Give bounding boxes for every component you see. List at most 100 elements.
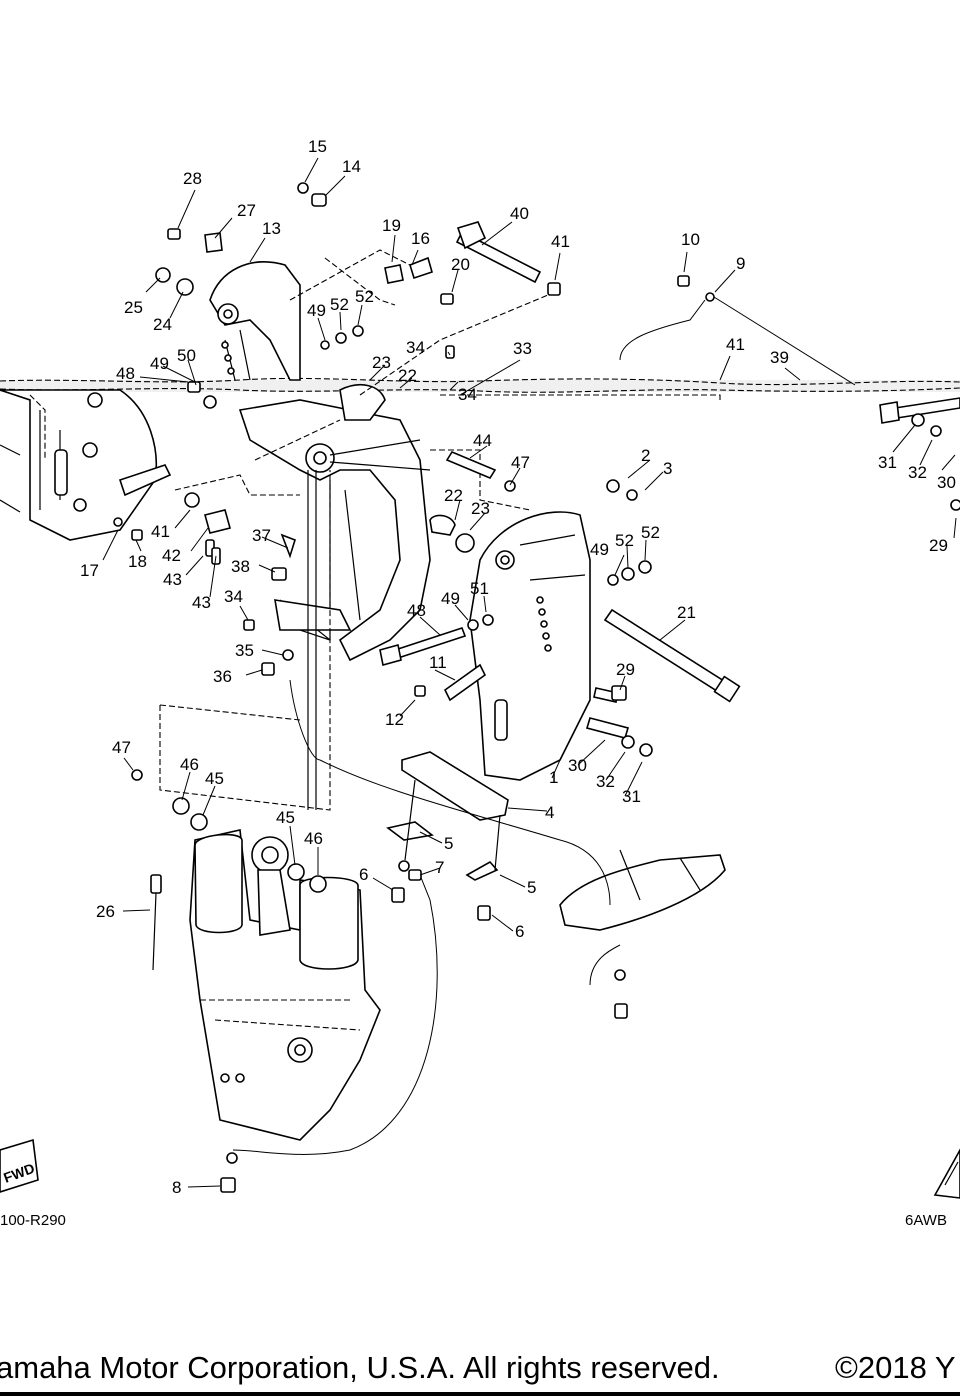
diagram-reference-right: 6AWB (905, 1212, 947, 1229)
callout-42: 42 (162, 546, 181, 565)
callout-17: 17 (80, 561, 99, 580)
callout-28: 28 (183, 169, 202, 188)
callout-31: 31 (878, 453, 897, 472)
callout-43: 43 (192, 593, 211, 612)
callout-19: 19 (382, 216, 401, 235)
callout-46: 46 (304, 829, 323, 848)
lower-unit-partial (319, 759, 726, 986)
callout-32: 32 (908, 463, 927, 482)
callout-13: 13 (262, 219, 281, 238)
callout-45: 45 (205, 769, 224, 788)
callout-49: 49 (307, 301, 326, 320)
callout-41: 41 (551, 232, 570, 251)
callout-32: 32 (596, 772, 615, 791)
callout-14: 14 (342, 157, 361, 176)
callout-22: 22 (398, 366, 417, 385)
fasteners (113, 182, 960, 1193)
callout-27: 27 (237, 201, 256, 220)
trim-tilt-unit (189, 829, 438, 1155)
steering-bracket (209, 261, 301, 381)
callout-22: 22 (444, 486, 463, 505)
callout-43: 43 (163, 570, 182, 589)
fwd-arrow-icon-right (933, 1148, 960, 1199)
callout-18: 18 (128, 552, 147, 571)
callout-41: 41 (151, 522, 170, 541)
callout-49: 49 (150, 354, 169, 373)
left-clamp-bracket-partial (0, 389, 172, 541)
callout-15: 15 (308, 137, 327, 156)
tilt-rod (159, 470, 331, 811)
callout-48: 48 (116, 364, 135, 383)
bolt-39 (879, 397, 960, 424)
fwd-arrow-icon: FWD (0, 1138, 39, 1193)
callout-39: 39 (770, 348, 789, 367)
callout-31: 31 (622, 787, 641, 806)
callout-36: 36 (213, 667, 232, 686)
clamp-bracket (469, 511, 591, 781)
callout-labels: 15 14 28 27 13 19 16 40 41 10 9 20 25 24… (80, 137, 956, 1197)
callout-45: 45 (276, 808, 295, 827)
copyright-notice: amaha Motor Corporation, U.S.A. All righ… (0, 1350, 720, 1385)
tilt-pin (455, 221, 542, 284)
callout-44: 44 (473, 431, 492, 450)
callout-49: 49 (590, 540, 609, 559)
callout-37: 37 (252, 526, 271, 545)
callout-5: 5 (444, 834, 453, 853)
callout-34: 34 (224, 587, 243, 606)
callout-30: 30 (937, 473, 956, 492)
callout-52: 52 (355, 287, 374, 306)
callout-41: 41 (726, 335, 745, 354)
callout-9: 9 (736, 254, 745, 273)
callout-38: 38 (231, 557, 250, 576)
diagram-reference-left: 100-R290 (0, 1212, 66, 1229)
copyright-year: ©2018 Y (835, 1350, 956, 1385)
callout-20: 20 (451, 255, 470, 274)
callout-8: 8 (172, 1178, 181, 1197)
callout-49: 49 (441, 589, 460, 608)
callout-29: 29 (929, 536, 948, 555)
callout-51: 51 (470, 579, 489, 598)
thru-tube (603, 608, 741, 703)
callout-40: 40 (510, 204, 529, 223)
callout-26: 26 (96, 902, 115, 921)
callout-2: 2 (641, 446, 650, 465)
swivel-bracket (238, 384, 431, 662)
callout-10: 10 (681, 230, 700, 249)
callout-4: 4 (545, 803, 554, 822)
callout-3: 3 (663, 459, 672, 478)
torn-separator (0, 377, 960, 393)
callout-1: 1 (549, 768, 558, 787)
callout-47: 47 (112, 738, 131, 757)
callout-47: 47 (511, 453, 530, 472)
callout-25: 25 (124, 298, 143, 317)
anode (386, 751, 509, 881)
bolt-48 (379, 627, 467, 667)
callout-52: 52 (641, 523, 660, 542)
callout-46: 46 (180, 755, 199, 774)
callout-7: 7 (435, 858, 444, 877)
ground-wires (289, 296, 856, 761)
callout-50: 50 (177, 346, 196, 365)
callout-35: 35 (235, 641, 254, 660)
callout-23: 23 (471, 499, 490, 518)
pins (429, 450, 630, 739)
callout-29: 29 (616, 660, 635, 679)
callout-6: 6 (515, 922, 524, 941)
callout-34: 34 (458, 385, 477, 404)
callout-34: 34 (406, 338, 425, 357)
callout-16: 16 (411, 229, 430, 248)
callout-6: 6 (359, 865, 368, 884)
callout-48: 48 (407, 601, 426, 620)
callout-21: 21 (677, 603, 696, 622)
callout-52: 52 (615, 531, 634, 550)
callout-12: 12 (385, 710, 404, 729)
bottom-rule (0, 1392, 960, 1396)
callout-30: 30 (568, 756, 587, 775)
callout-11: 11 (429, 653, 447, 672)
callout-5: 5 (527, 878, 536, 897)
callout-23: 23 (372, 353, 391, 372)
callout-24: 24 (153, 315, 172, 334)
assembly-guidelines (29, 249, 721, 511)
callout-52: 52 (330, 295, 349, 314)
